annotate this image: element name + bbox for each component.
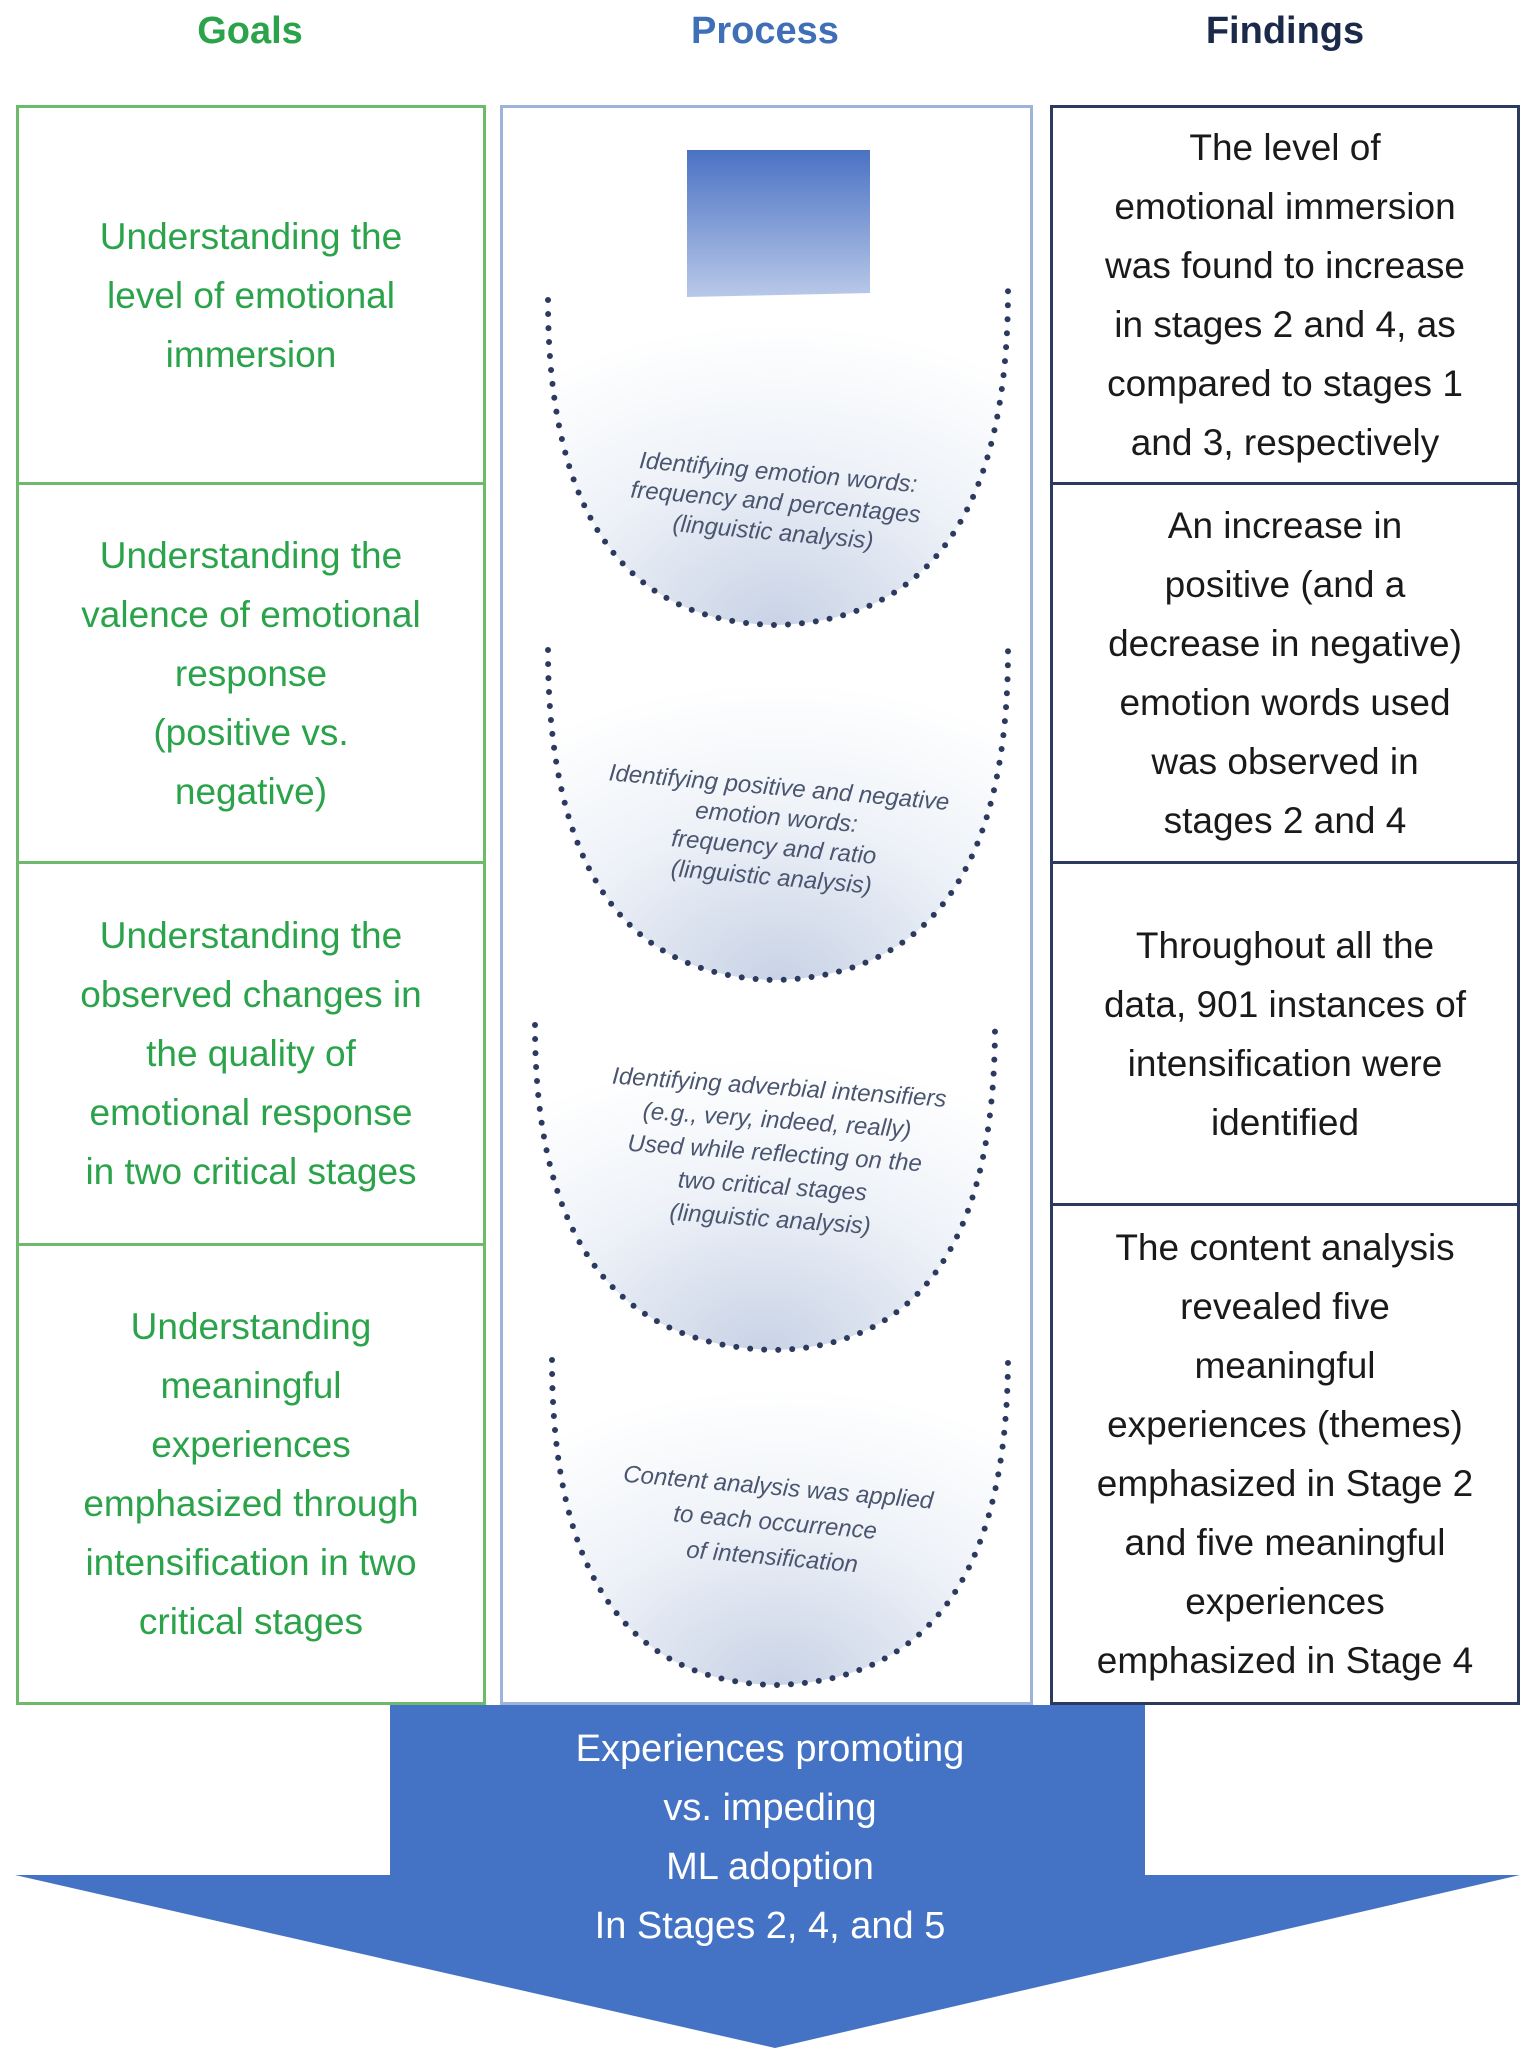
finding-1-line: in stages 2 and 4, as (1114, 304, 1456, 345)
outcome-arrow (15, 1705, 1520, 2048)
finding-1-line: The level of (1189, 127, 1381, 168)
outcome-line: vs. impeding (663, 1787, 877, 1829)
goal-4-line: intensification in two (85, 1542, 417, 1583)
goal-4-line: critical stages (138, 1601, 364, 1642)
finding-2-line: emotion words used (1119, 682, 1451, 723)
finding-box-2: An increase in positive (and a decrease … (1050, 482, 1520, 864)
finding-2-line: An increase in (1167, 505, 1403, 546)
finding-box-1: The level of emotional immersion was fou… (1050, 105, 1520, 485)
process-header: Process (691, 10, 839, 52)
finding-3-line: Throughout all the (1135, 924, 1435, 966)
goal-3-line: in two critical stages (85, 1151, 417, 1192)
finding-box-4: The content analysis revealed five meani… (1050, 1203, 1520, 1705)
goals-header: Goals (197, 10, 303, 52)
goal-3-line: the quality of (146, 1033, 356, 1074)
goal-box-4: Understanding meaningful experiences emp… (16, 1243, 486, 1705)
finding-2-line: decrease in negative) (1108, 623, 1462, 664)
finding-4-line: meaningful (1194, 1345, 1376, 1386)
bowl-2-fill (548, 650, 1008, 980)
outcome-line: Experiences promoting (575, 1728, 965, 1770)
goal-3-line: observed changes in (80, 974, 422, 1015)
bowl-3-fill (535, 1025, 995, 1350)
finding-box-3: Throughout all the data, 901 instances o… (1050, 861, 1520, 1206)
outcome-text: Experiences promoting vs. impeding ML ad… (400, 1720, 1140, 1956)
finding-4-line: experiences (themes) (1107, 1404, 1463, 1445)
finding-1-line: emotional immersion (1114, 186, 1456, 227)
finding-2-line: positive (and a (1164, 564, 1406, 605)
goal-2-line: (positive vs. (153, 711, 349, 753)
goal-2-line: Understanding the (99, 534, 403, 576)
finding-1-line: compared to stages 1 (1107, 363, 1463, 404)
goal-box-1: Understanding the level of emotional imm… (16, 105, 486, 485)
findings-header: Findings (1205, 10, 1365, 52)
goal-3-line: emotional response (89, 1092, 413, 1133)
finding-3-line: intensification were (1127, 1042, 1443, 1084)
finding-2-line: was observed in (1151, 741, 1419, 782)
goal-1-line: level of emotional (107, 274, 395, 316)
goal-4-line: meaningful (160, 1365, 342, 1406)
finding-4-line: revealed five (1180, 1286, 1390, 1327)
outcome-line: ML adoption (666, 1846, 874, 1888)
goal-box-3: Understanding the observed changes in th… (16, 861, 486, 1246)
goal-box-2: Understanding the valence of emotional r… (16, 482, 486, 864)
goal-3-line: Understanding the (99, 915, 403, 956)
goal-1-line: Understanding the (99, 215, 403, 257)
finding-4-line: emphasized in Stage 2 (1096, 1463, 1474, 1504)
goal-2-line: response (174, 652, 328, 694)
goal-4-line: experiences (151, 1424, 351, 1465)
bowl-1-dots (545, 287, 1011, 629)
finding-3-line: data, 901 instances of (1103, 983, 1467, 1025)
bowl-1-fill (548, 290, 1008, 625)
finding-1-line: was found to increase (1105, 245, 1465, 286)
goal-4-line: Understanding (130, 1306, 372, 1347)
goal-2-line: negative) (174, 770, 328, 812)
goal-4-line: emphasized through (83, 1483, 419, 1524)
bowl-3-dots (532, 1022, 998, 1354)
bowl-4-dots (549, 1352, 1011, 1689)
finding-2-line: stages 2 and 4 (1163, 800, 1407, 841)
finding-1-line: and 3, respectively (1130, 422, 1440, 463)
finding-4-line: emphasized in Stage 4 (1096, 1640, 1474, 1681)
finding-3-line: identified (1210, 1101, 1360, 1143)
goal-2-line: valence of emotional (81, 593, 421, 635)
finding-4-line: and five meaningful (1124, 1522, 1446, 1563)
finding-4-line: experiences (1185, 1581, 1385, 1622)
finding-4-line: The content analysis (1115, 1227, 1455, 1268)
outcome-line: In Stages 2, 4, and 5 (594, 1905, 946, 1947)
goal-1-line: immersion (165, 333, 337, 375)
bowl-4-fill (552, 1355, 1008, 1685)
